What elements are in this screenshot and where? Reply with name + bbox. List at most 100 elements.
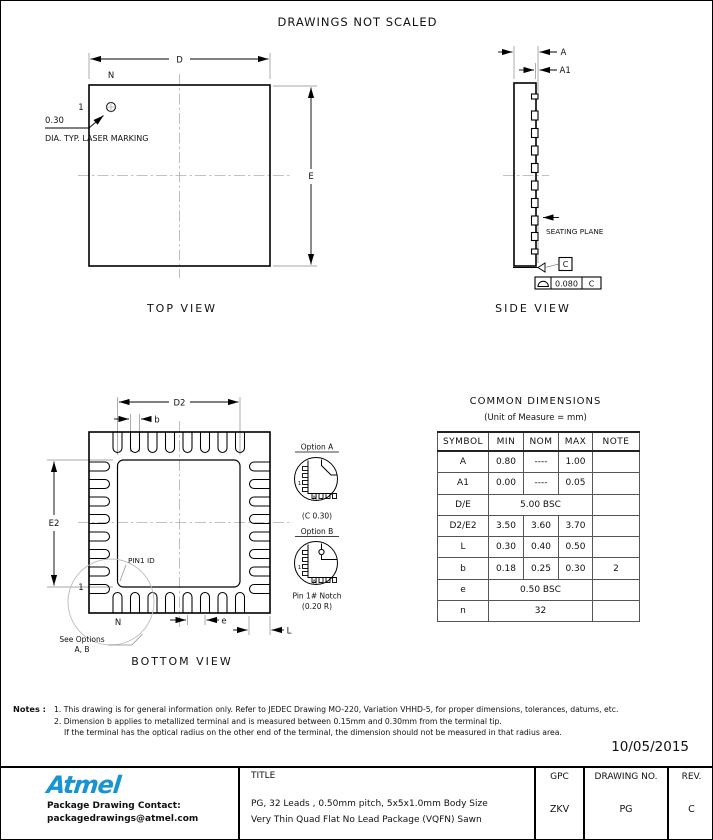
side-view: A A1 SEATING PLANE C 0.080: [495, 46, 604, 315]
fcf-tolerance: 0.080: [555, 280, 578, 289]
dim-a1-label: A1: [560, 66, 571, 76]
title-block-title-cell: TITLE PG, 32 Leads , 0.50mm pitch, 5x5x1…: [238, 768, 534, 839]
feature-control-frame: 0.080 C: [534, 276, 602, 290]
dimension-e: E: [307, 87, 315, 265]
bottom-pin-count-label: N: [115, 618, 121, 628]
option-b-detail: Option B 1 N Pin: [292, 527, 341, 611]
option-a-chamfer: [321, 459, 338, 476]
datum-frame: [558, 256, 573, 272]
dimension-d2: D2: [119, 399, 239, 409]
table-row: D/E 5.00 BSC: [437, 493, 640, 516]
drawing-date: 10/05/2015: [611, 739, 689, 755]
top-view: D E N 1 0.30 DIA. TYP. LASER MARKING TOP…: [45, 53, 317, 315]
title-label: TITLE: [251, 771, 276, 781]
col-max: MAX: [558, 431, 593, 452]
dimension-e2: E2: [49, 461, 59, 586]
dimension-a1: A1: [519, 66, 571, 76]
col-min: MIN: [488, 431, 524, 452]
dimensions-table-subtitle: (Unit of Measure = mm): [484, 413, 587, 423]
seating-plane-callout: SEATING PLANE C: [513, 214, 604, 273]
gpc-label: GPC: [550, 772, 569, 782]
contact-label: Package Drawing Contact:: [47, 801, 181, 811]
side-view-extension-lines: [513, 46, 539, 263]
option-b-notch: [318, 548, 325, 556]
bottom-view-centerlines: [78, 421, 293, 628]
option-b-n: N: [313, 580, 317, 586]
rev-value: C: [688, 804, 695, 815]
option-b-title: Option B: [301, 527, 334, 536]
option-b-note2: (0.20 R): [302, 602, 332, 611]
laser-dia-note: DIA. TYP. LASER MARKING: [45, 134, 148, 143]
title-block: Atmel Package Drawing Contact: packagedr…: [1, 766, 712, 839]
note-1: 1. This drawing is for general informati…: [53, 705, 619, 714]
table-header-row: SYMBOL MIN NOM MAX NOTE: [437, 431, 640, 452]
seating-plane-label: SEATING PLANE: [546, 227, 604, 236]
option-b-note1: Pin 1# Notch: [292, 592, 341, 601]
bottom-body-outline: [88, 431, 271, 614]
dim-a-label: A: [561, 48, 567, 58]
notes-label: Notes :: [13, 704, 46, 714]
bottom-view-extension-lines: [47, 397, 271, 635]
top-view-extension-lines: [88, 53, 317, 267]
see-options-leader: [108, 633, 143, 646]
dim-d-label: D: [176, 56, 183, 66]
option-a-detail: Option A 1 N (C 0.30): [294, 443, 339, 521]
drawing-no-label: DRAWING NO.: [594, 772, 658, 782]
datum-triangle-icon: [537, 262, 546, 273]
dimension-e-pitch: e: [170, 617, 227, 627]
contact-email: packagedrawings@atmel.com: [47, 813, 199, 824]
dim-b-label: b: [154, 416, 159, 426]
col-nom: NOM: [523, 431, 559, 452]
side-body-outline: [513, 82, 537, 267]
table-row: A1 0.00 ---- 0.05: [437, 472, 640, 495]
datum-label: C: [563, 260, 569, 269]
dimension-d: D: [90, 56, 269, 66]
dimensions-table: SYMBOL MIN NOM MAX NOTE A 0.80 ---- 1.00…: [437, 431, 640, 623]
side-view-leads: [530, 93, 539, 255]
col-note: NOTE: [592, 431, 640, 452]
option-a-pin1: 1: [298, 481, 302, 487]
dimension-l: L: [233, 627, 292, 637]
pin-count-label: N: [108, 71, 114, 81]
pin1-label: 1: [78, 103, 83, 113]
dimension-a: A: [498, 48, 567, 58]
profile-of-surface-symbol-icon: [537, 280, 549, 287]
bottom-view: D2 b E2 e L PIN1 ID 1: [47, 397, 342, 668]
drawing-canvas: D E N 1 0.30 DIA. TYP. LASER MARKING TOP…: [45, 46, 604, 668]
title-block-rev-cell: REV. C: [667, 768, 712, 839]
package-body-outline: [88, 84, 271, 267]
title-block-contact-cell: Atmel Package Drawing Contact: packagedr…: [1, 768, 238, 839]
top-view-centerlines: [78, 74, 292, 278]
exposed-pad-outline: [116, 459, 241, 588]
package-drawing-contact: Package Drawing Contact: packagedrawings…: [47, 800, 198, 825]
rev-label: REV.: [681, 772, 702, 782]
notes-section: Notes : 1. This drawing is for general i…: [13, 704, 618, 739]
pin1-id-label: PIN1 ID: [128, 556, 155, 565]
top-view-caption: TOP VIEW: [146, 302, 217, 315]
dimensions-table-title: COMMON DIMENSIONS: [469, 396, 602, 407]
dim-l-label: L: [287, 627, 292, 637]
table-row: b 0.18 0.25 0.30 2: [437, 557, 640, 580]
notes-lines: 1. This drawing is for general informati…: [54, 704, 619, 739]
fcf-datum: C: [589, 280, 595, 289]
col-symbol: SYMBOL: [437, 431, 489, 452]
title-block-gpc-cell: GPC ZKV: [534, 768, 583, 839]
laser-marking-callout: 0.30 DIA. TYP. LASER MARKING: [45, 101, 148, 143]
title-block-drawing-no-cell: DRAWING NO. PG: [583, 768, 667, 839]
drawing-no-value: PG: [619, 804, 633, 815]
side-view-caption: SIDE VIEW: [495, 302, 571, 315]
gpc-value: ZKV: [549, 804, 570, 815]
dim-e-pitch-label: e: [221, 617, 226, 627]
table-row: e 0.50 BSC: [437, 578, 640, 602]
laser-dia-value: 0.30: [45, 116, 64, 126]
option-a-circle: [294, 457, 338, 501]
atmel-logo: Atmel: [45, 771, 122, 799]
table-row: L 0.30 0.40 0.50: [437, 536, 640, 559]
dimension-b: b: [114, 416, 160, 426]
option-b-pin1: 1: [298, 565, 302, 571]
pin1-id-leader: [119, 564, 127, 582]
pin1-detail-circle: [67, 558, 155, 646]
note-2: 2. Dimension b applies to metallized ter…: [53, 716, 502, 726]
see-options-line2: A, B: [74, 645, 89, 654]
